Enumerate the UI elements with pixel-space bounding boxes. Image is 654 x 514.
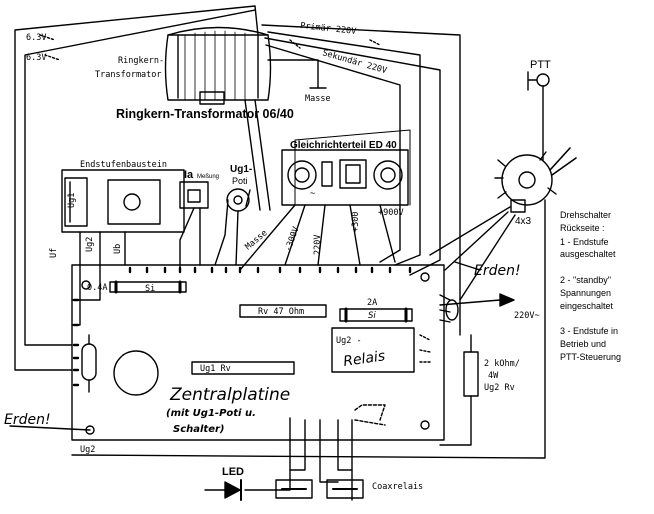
label-mit-ug1: (mit Ug1-Poti u. <box>166 408 256 419</box>
label-relais: Relais <box>342 348 386 370</box>
wire-primaer <box>261 24 461 336</box>
output-220v <box>439 293 515 323</box>
label-rv47: Rv 47 Ohm <box>258 307 304 317</box>
label-ug2-relais: Ug2 - <box>336 336 362 346</box>
label-ringkern-1: Ringkern- <box>118 56 164 66</box>
ptt-jack <box>527 71 550 161</box>
label-ug2rv: Ug2 Rv <box>484 383 515 393</box>
drehschalter-text-10: PTT-Steuerung <box>560 352 621 362</box>
label-2kohm: 2 kOhm/ <box>484 359 520 369</box>
label-primaer: Primär 220V <box>300 21 357 37</box>
resistor-ug1rv <box>191 361 295 375</box>
label-zentralplatine: Zentralplatine <box>169 385 290 405</box>
drehschalter-text-8: 3 - Endstufe in <box>560 326 618 336</box>
resistor-rv47 <box>239 304 327 318</box>
label-coaxrelais: Coaxrelais <box>372 482 423 492</box>
poti-large <box>113 350 159 396</box>
board-switch <box>354 404 386 426</box>
label-si1: Si <box>145 284 155 294</box>
drehschalter-text-1: Drehschalter <box>560 210 611 220</box>
label-schalter: Schalter) <box>173 424 225 435</box>
board-pins-left <box>72 298 80 387</box>
title-ringkern-transformator: Ringkern-Transformator 06/40 <box>116 107 294 121</box>
drehschalter-text-5: 2 - "standby" <box>560 275 611 285</box>
label-led: LED <box>222 466 244 478</box>
ground-top <box>267 59 327 89</box>
label-ug1rv: Ug1 Rv <box>200 364 231 374</box>
gleichrichter-ed40 <box>281 129 411 206</box>
label-messung: Meßung <box>197 174 219 180</box>
label-4x3: 4x3 <box>515 216 532 227</box>
wire-trafo-down <box>244 99 271 211</box>
label-gleichrichterteil: Gleichrichterteil ED 40 <box>290 140 397 151</box>
label-plus300: +300 <box>351 212 361 232</box>
label-4w: 4W <box>488 371 499 381</box>
label-6v3-bottom: 6.3V <box>26 53 46 63</box>
label-plus900: +900V <box>378 208 404 218</box>
relais-box <box>331 327 415 373</box>
label-erden-right: Erden! <box>474 263 521 279</box>
label-ug2-bottom: Ug2 <box>80 445 95 455</box>
drehschalter-text-6: Spannungen <box>560 288 611 298</box>
bottom-wiring <box>204 417 353 501</box>
label-si2: Si <box>368 311 376 321</box>
board-pins-top <box>128 266 412 274</box>
label-masse-top: Masse <box>305 94 331 104</box>
endstufe-box <box>61 169 185 233</box>
drehschalter-text-4: ausgeschaltet <box>560 249 616 259</box>
tube-left <box>81 334 97 393</box>
label-ia: Ia <box>184 169 194 181</box>
drehschalter-text-2: Rückseite : <box>560 223 605 233</box>
coax-relay-1 <box>275 479 313 499</box>
wire-gleichrichter <box>239 204 396 271</box>
drehschalter-text-7: eingeschaltet <box>560 301 614 311</box>
label-2a: 2A <box>367 298 377 308</box>
label-6v3-top: 6.3V <box>26 33 46 43</box>
label-220v: 220V <box>313 235 323 255</box>
drehschalter <box>429 147 577 301</box>
drehschalter-text-3: 1 - Endstufe <box>560 237 609 247</box>
zentralplatine-board <box>71 264 445 441</box>
label-endstufe: Endstufenbaustein <box>80 160 167 170</box>
label-ptt: PTT <box>530 59 551 71</box>
label-ub: Ub <box>113 244 123 254</box>
coax-relay-2 <box>326 479 364 499</box>
wire-erden-right <box>454 261 481 271</box>
ia-meter <box>179 181 209 271</box>
wire-ug2-bottom <box>71 199 546 459</box>
label-ringkern-2: Transformator <box>95 70 162 80</box>
led-diode <box>224 479 242 501</box>
label-04a: 0.4A <box>87 283 107 293</box>
resistor-2kohm <box>463 351 479 397</box>
label-ug1-box: Ug1 <box>67 193 77 208</box>
toroid-transformer <box>164 26 272 105</box>
wire-6v3 <box>14 5 259 371</box>
label-minus300: -300V <box>283 226 301 253</box>
label-erden-left: Erden! <box>4 412 51 428</box>
label-uf: Uf <box>49 248 59 258</box>
label-220v-out: 220V~ <box>514 311 540 321</box>
label-ug1poti-2: Poti <box>232 176 248 186</box>
label-tilde: ~ <box>310 189 315 199</box>
ug1-poti <box>214 188 251 266</box>
label-ug2: Ug2 <box>85 237 95 252</box>
fuse-2a <box>339 308 413 322</box>
label-ug1poti-1: Ug1- <box>230 164 252 175</box>
fuse-04a <box>109 281 187 293</box>
drehschalter-text-9: Betrieb und <box>560 339 606 349</box>
wire-erden-left <box>9 425 91 431</box>
